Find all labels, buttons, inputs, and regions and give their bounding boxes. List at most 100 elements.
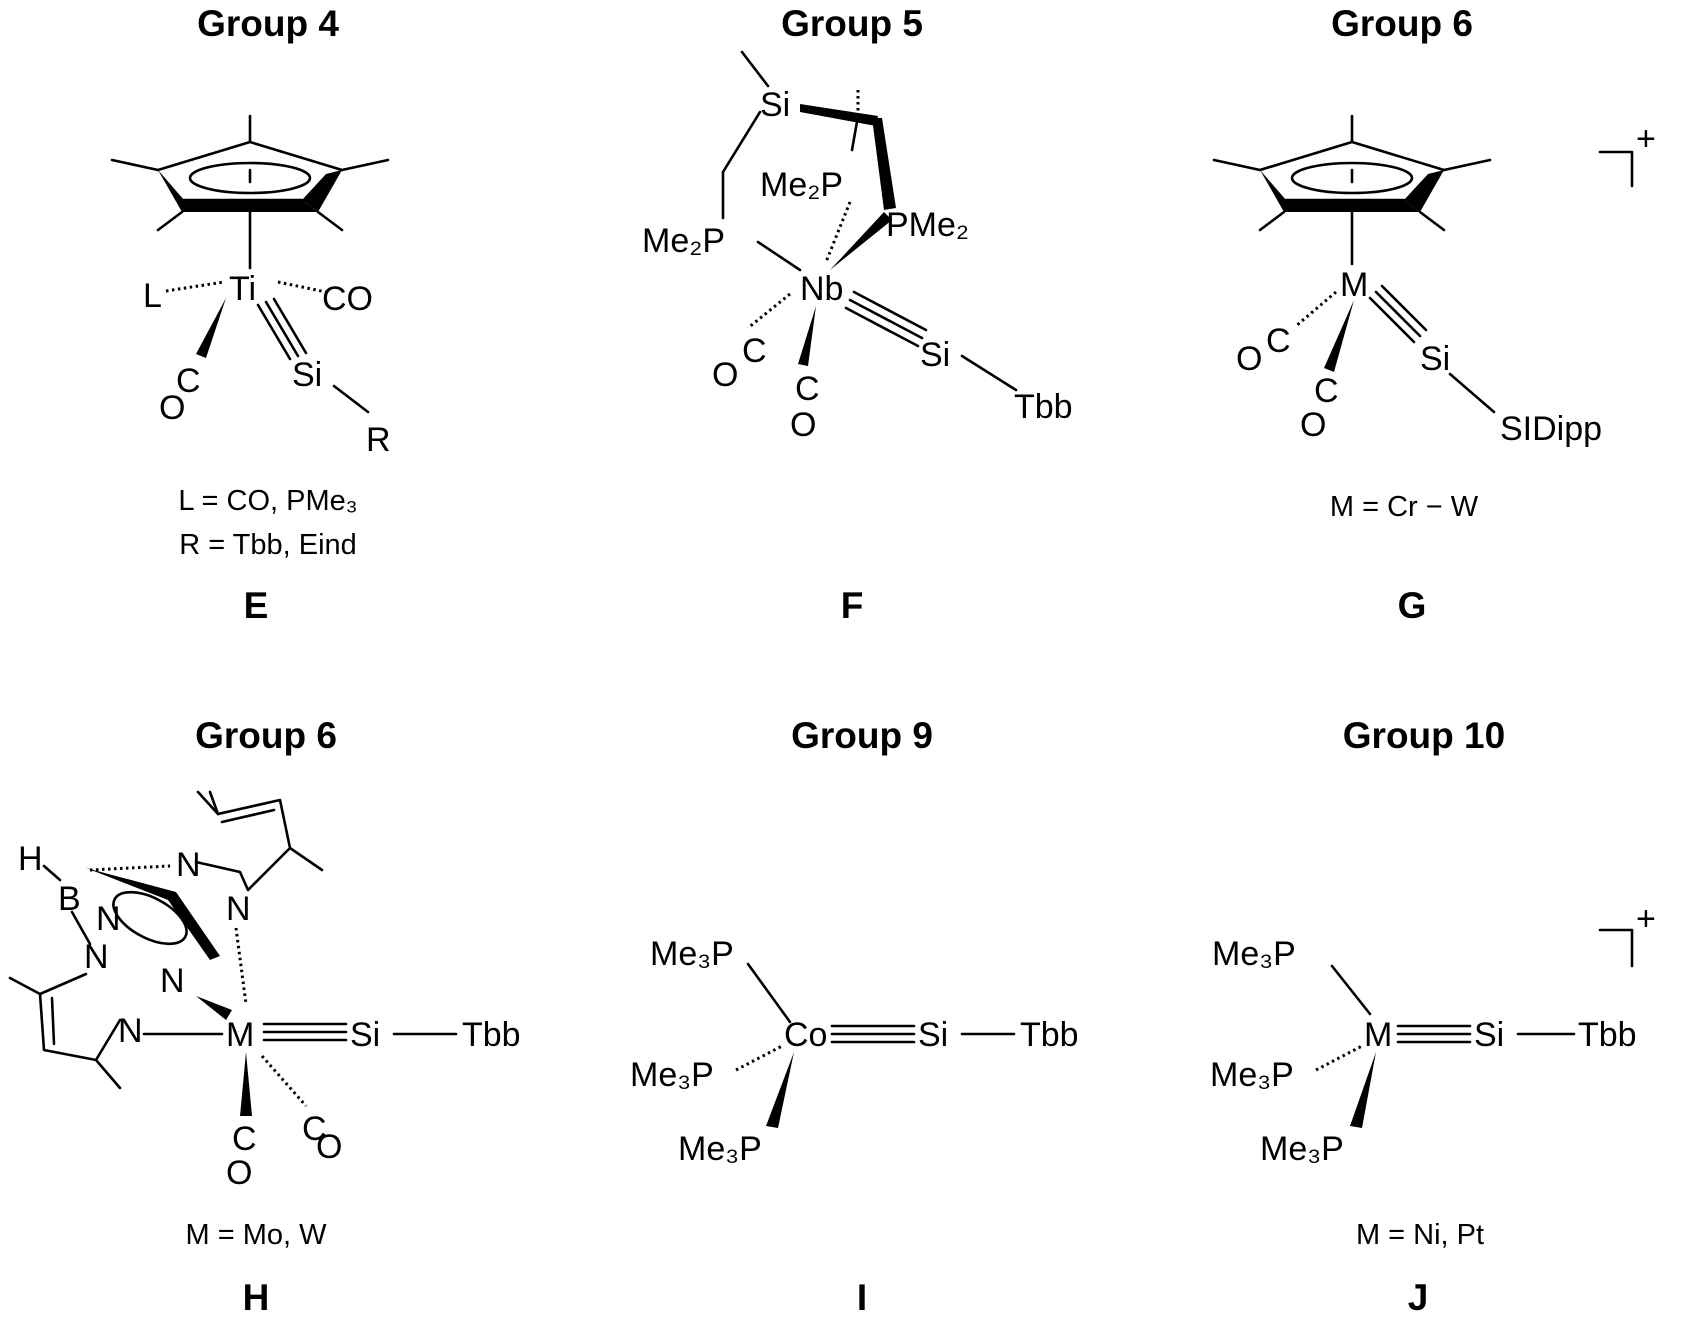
wedge-bond-n-m-mid xyxy=(196,996,232,1020)
atom-n-h4: N xyxy=(160,962,185,1000)
atom-c-e: C xyxy=(176,362,201,400)
hashed-bond-m-co-h xyxy=(260,1055,308,1107)
atom-si-e: Si xyxy=(292,356,322,394)
atom-n-h1: N xyxy=(176,846,201,884)
atom-o-f2: O xyxy=(790,406,816,444)
triple-bond-ti-si xyxy=(256,297,308,361)
atom-c-g2: C xyxy=(1314,372,1339,410)
atom-c-g1: C xyxy=(1266,322,1291,360)
hashed-bond-nb-co xyxy=(747,292,791,330)
atom-tbb-f: Tbb xyxy=(1014,388,1073,426)
atom-n-h2: N xyxy=(226,890,251,928)
atom-tbb-h: Tbb xyxy=(462,1016,521,1054)
hashed-bond-co xyxy=(277,280,327,294)
cp-star-ring-e xyxy=(110,114,390,232)
atom-co-e: CO xyxy=(322,280,373,318)
atom-si-i: Si xyxy=(918,1016,948,1054)
atom-r: R xyxy=(366,421,391,459)
atom-o-f1: O xyxy=(712,356,738,394)
compound-label-i: I xyxy=(857,1277,867,1317)
atom-c-f1: C xyxy=(742,332,767,370)
atom-o-g2: O xyxy=(1300,406,1326,444)
atom-pme3-i-1: Me₃P xyxy=(650,935,734,973)
triple-bond-m-si-h xyxy=(262,1022,348,1042)
wedge-bond-m-co-2 xyxy=(1324,300,1354,372)
pyrazole-ring-top xyxy=(194,790,324,892)
triple-bond-nb-si xyxy=(844,290,928,348)
atom-l: L xyxy=(143,277,162,315)
compound-label-e: E xyxy=(244,585,269,626)
hashed-bond-n-m-top xyxy=(234,927,248,1005)
panel-f: Group 5 Si Me₂P Me₂P PMe₂ Nb C O C O Si … xyxy=(642,3,1073,626)
compound-label-f: F xyxy=(841,585,864,626)
bond-si-ch2-left xyxy=(721,110,762,174)
bond-p1-co xyxy=(746,962,792,1024)
pyrazole-ring-middle xyxy=(86,868,220,960)
atom-o-g1: O xyxy=(1236,340,1262,378)
charge-bracket-j xyxy=(1598,928,1634,968)
atom-si-g: Si xyxy=(1420,340,1450,378)
caption-e-2: R = Tbb, Eind xyxy=(179,529,357,561)
atom-pme3-i-3: Me₃P xyxy=(678,1130,762,1168)
charge-j: + xyxy=(1636,900,1656,938)
atom-n-h3: N xyxy=(96,900,121,938)
wedge-bond-p-nb-right xyxy=(830,212,892,270)
group-heading-g: Group 6 xyxy=(1331,3,1473,44)
triple-bond-co-si xyxy=(830,1024,916,1044)
compound-label-g: G xyxy=(1398,585,1427,626)
hashed-bond-l xyxy=(165,280,225,293)
charge-bracket-g xyxy=(1598,150,1634,188)
atom-c-h2: C xyxy=(302,1110,327,1148)
bond-si-sidipp xyxy=(1448,372,1496,414)
group-heading-f: Group 5 xyxy=(781,3,923,44)
compound-label-j: J xyxy=(1408,1277,1429,1317)
bond-si-tbb-f xyxy=(960,354,1018,392)
panel-g: Group 6 + M C O C O Si SI xyxy=(1212,3,1656,626)
atom-pme2-right: PMe₂ xyxy=(886,206,969,244)
panel-e: Group 4 Ti L CO C O Si R xyxy=(110,3,391,626)
pyrazole-ring-lower xyxy=(8,910,122,1090)
atom-si-h: Si xyxy=(350,1016,380,1054)
caption-h-1: M = Mo, W xyxy=(186,1219,328,1251)
caption-g-1: M = Cr − W xyxy=(1330,491,1479,523)
triple-bond-m-si-j xyxy=(1396,1024,1472,1044)
hashed-bond-p2-m-j xyxy=(1315,1044,1363,1072)
atom-pme3-j-1: Me₃P xyxy=(1212,935,1296,973)
atom-tbb-j: Tbb xyxy=(1578,1016,1637,1054)
hashed-bond-p2-co xyxy=(735,1044,783,1072)
atom-m-h: M xyxy=(226,1016,254,1054)
atom-n-h6: N xyxy=(118,1012,143,1050)
panel-h: Group 6 N N H B N N N N xyxy=(8,715,521,1317)
caption-e-1: L = CO, PMe₃ xyxy=(178,485,357,517)
group-heading-e: Group 4 xyxy=(197,3,339,44)
bond-ch2-p-mid xyxy=(850,114,860,152)
wedge-bond-m-co-h xyxy=(240,1052,252,1116)
bond-h-b xyxy=(42,864,62,882)
wedge-bond-p3-m-j xyxy=(1350,1052,1376,1128)
atom-c-f2: C xyxy=(795,370,820,408)
triple-bond-m-si-g xyxy=(1368,284,1428,344)
wedge-bond-co-e xyxy=(196,298,226,358)
atom-pme3-i-2: Me₃P xyxy=(630,1056,714,1094)
bond-p1-m-j xyxy=(1330,964,1372,1016)
atom-sidipp: SIDipp xyxy=(1500,410,1602,448)
cp-star-ring-g xyxy=(1212,114,1492,232)
hashed-bond-m-co xyxy=(1295,290,1337,328)
atom-si-j: Si xyxy=(1474,1016,1504,1054)
bond-p-nb-left xyxy=(756,240,802,272)
atom-co-metal: Co xyxy=(784,1016,827,1054)
atom-o-e: O xyxy=(159,389,185,427)
atom-pme3-j-3: Me₃P xyxy=(1260,1130,1344,1168)
atom-m-j: M xyxy=(1364,1016,1392,1054)
atom-m-g: M xyxy=(1340,266,1368,304)
si-methyl-bond xyxy=(740,50,770,88)
atom-me2p-left: Me₂P xyxy=(642,222,725,260)
group-heading-i: Group 9 xyxy=(791,715,933,756)
atom-n-h5: N xyxy=(84,938,109,976)
atom-b: B xyxy=(58,880,81,918)
wedge-bond-si-ch2 xyxy=(800,104,878,126)
atom-si-f: Si xyxy=(920,336,950,374)
panel-j: Group 10 + Me₃P Me₃P Me₃P M Si Tbb M = N… xyxy=(1210,715,1656,1317)
compound-label-h: H xyxy=(243,1277,270,1317)
